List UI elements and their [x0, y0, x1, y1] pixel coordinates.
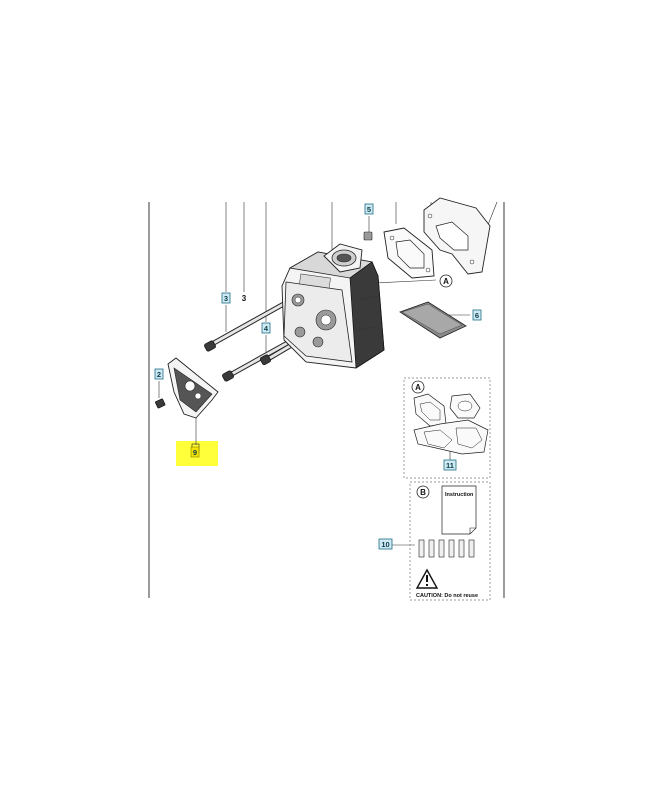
mounting-plate — [155, 357, 219, 453]
svg-text:5: 5 — [367, 205, 371, 214]
muffler-gasket — [363, 227, 435, 279]
svg-text:A: A — [443, 277, 449, 286]
svg-text:11: 11 — [446, 461, 454, 470]
svg-text:6: 6 — [475, 311, 479, 320]
callout-4: 4 — [261, 322, 271, 334]
instruction-sheet — [399, 301, 467, 339]
circled-label-a-main: A — [439, 274, 453, 288]
svg-text:A: A — [415, 383, 421, 392]
svg-text:3: 3 — [224, 294, 228, 303]
svg-text:2: 2 — [157, 370, 161, 379]
callout-3: 3 — [221, 292, 231, 304]
svg-text:4: 4 — [264, 324, 269, 333]
cylinder-flange — [423, 197, 491, 275]
muffler-body — [281, 243, 385, 369]
callout-9: 9 — [190, 446, 200, 458]
svg-text:B: B — [420, 488, 426, 497]
callout-2: 2 — [154, 368, 164, 380]
bolt-row — [418, 539, 475, 558]
detail-box-b — [409, 481, 491, 601]
callout-5: 5 — [364, 203, 374, 215]
circled-label-b-box: B — [416, 485, 430, 499]
instruction-label: Instruction — [445, 492, 474, 498]
callout-11: 11 — [443, 459, 457, 471]
svg-text:10: 10 — [381, 540, 389, 549]
svg-text:9: 9 — [193, 448, 197, 457]
leader-lines — [158, 201, 498, 546]
warning-icon — [415, 568, 439, 589]
label-3-plain: 3 — [242, 294, 247, 303]
caution-label: CAUTION: Do not reuse — [416, 593, 478, 599]
detail-box-a — [403, 377, 491, 479]
callout-6: 6 — [472, 309, 482, 321]
circled-label-a-box: A — [411, 380, 425, 394]
callout-10: 10 — [378, 538, 393, 550]
